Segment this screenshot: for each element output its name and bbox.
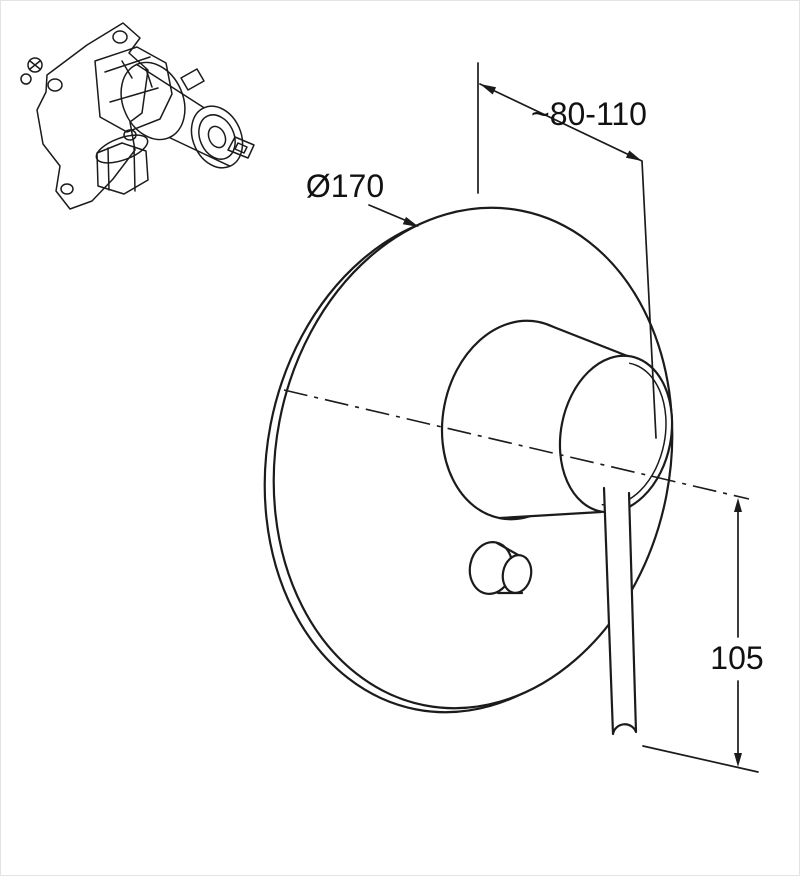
knob-front-face [501,554,533,594]
axis-centerline [283,389,750,500]
dimension-lever-length: 105 [642,498,764,773]
diameter-leader-line [368,204,408,222]
label-mounting-depth: ~80-110 [531,96,647,132]
collar [95,134,149,164]
lever-handle [602,486,638,736]
cylinder-front-face [558,354,674,514]
hex-cap [96,142,149,195]
cartridge-ring [198,114,236,160]
plate-hole [60,183,74,195]
mixer-body-cylinder [440,319,674,521]
valve-body-detail [104,56,159,103]
cartridge-face [190,105,244,169]
lever-mask [604,488,636,734]
valve-body [94,46,173,133]
dimension-plate-diameter: Ø170 [306,168,419,227]
rough-in-valve-sketch [20,22,255,210]
plate-hole [112,30,128,44]
lever-outline [602,486,638,736]
screw-head [20,73,32,85]
plate-hole [47,78,63,92]
lever-extension-line [642,745,759,773]
cartridge-ring [207,125,227,149]
cylinder-side-lines [498,322,637,520]
label-lever-length: 105 [710,640,763,676]
arrowhead [734,753,742,767]
arrowhead [402,216,419,227]
screw-head [27,57,43,73]
mounting-plate [36,22,149,210]
cartridge-side-lines [135,63,231,167]
arrowhead [625,150,642,161]
dimension-mounting-depth: ~80-110 [477,62,657,439]
screw-slot [29,60,41,70]
spindle-square [227,136,255,159]
arrowhead [480,84,497,95]
spindle-square-inner [234,142,248,154]
clip-detail [180,68,205,91]
diverter-knob [468,541,533,595]
hex-cap-facets [107,145,136,192]
arrowhead [734,498,742,512]
label-plate-diameter: Ø170 [306,168,384,204]
